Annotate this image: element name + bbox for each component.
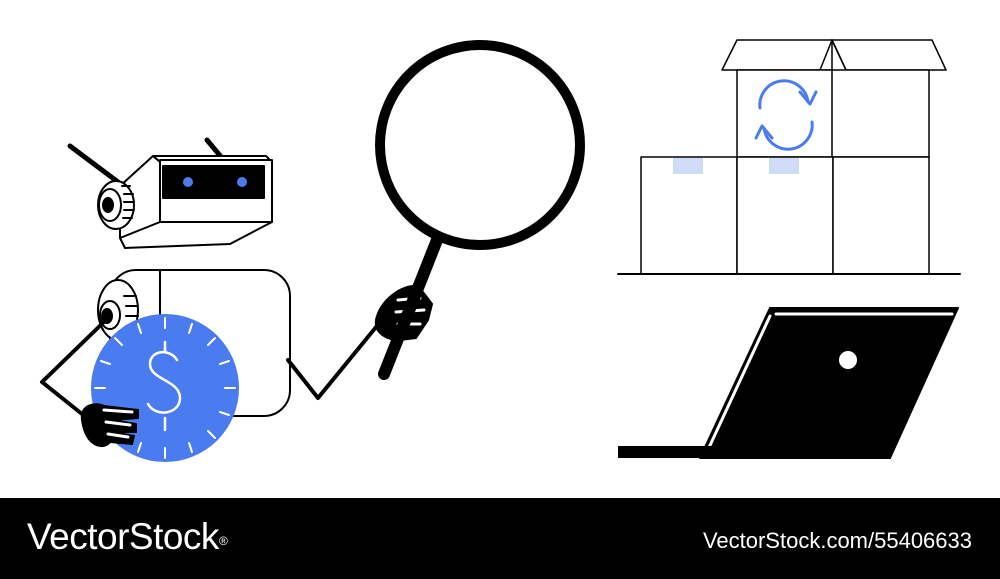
magnifying-glass — [375, 40, 585, 380]
robot-arm-left — [40, 316, 110, 424]
robot-antenna-left — [67, 143, 121, 185]
brand-name: VectorStock — [27, 516, 219, 557]
robot-eye-right — [237, 177, 247, 187]
footer-bar: VectorStock® VectorStock.com/55406633 — [0, 498, 1000, 579]
stock-url: VectorStock.com/55406633 — [702, 528, 972, 553]
laptop — [618, 307, 959, 459]
refresh-arrows-icon — [754, 79, 818, 151]
registered-mark: ® — [218, 534, 228, 548]
robot-arm-right — [286, 308, 392, 400]
laptop-logo-icon — [839, 351, 857, 369]
robot-head — [97, 155, 273, 249]
cardboard-boxes — [617, 39, 961, 275]
robot-eye-left — [183, 177, 193, 187]
brand-logo: VectorStock® — [27, 515, 228, 559]
illustration — [40, 39, 961, 462]
robot-hand-left — [80, 403, 139, 447]
robot — [40, 137, 433, 462]
